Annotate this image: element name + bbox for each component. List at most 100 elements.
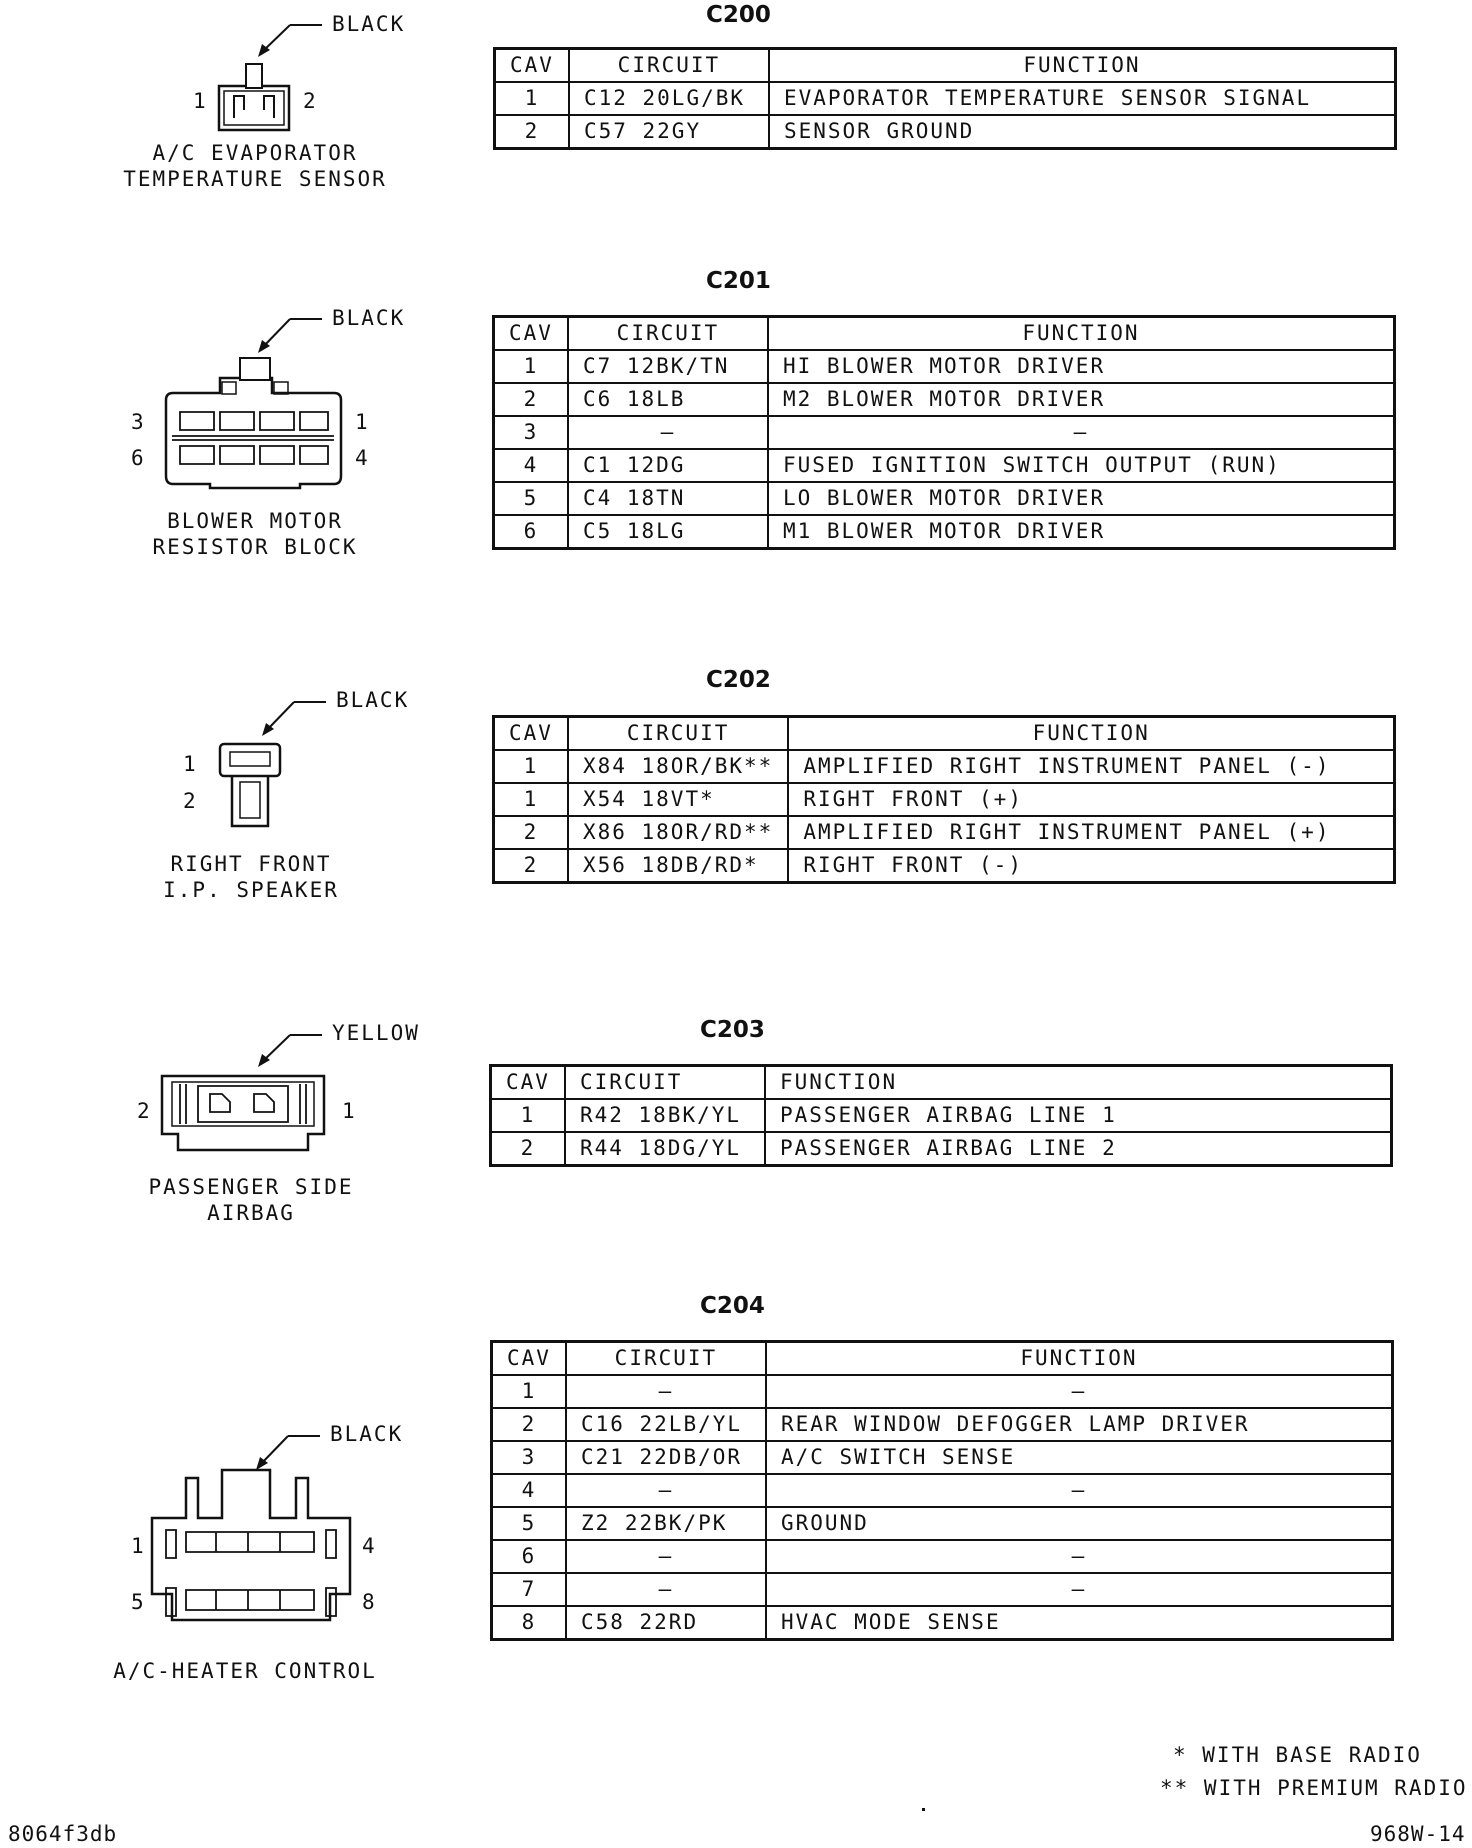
connector-title-c203: C203 [700, 1017, 765, 1043]
footer-figure-id: 968W-14 [1370, 1822, 1466, 1846]
cell-circuit: C58 22RD [564, 1605, 767, 1641]
pin-label: 5 [131, 1590, 144, 1614]
pin-label: 4 [355, 446, 368, 470]
cell-circuit: C4 18TN [566, 481, 769, 516]
header-cav: CAV [493, 47, 570, 83]
table-row: 2 C6 18LB M2 BLOWER MOTOR DRIVER [492, 382, 1396, 417]
header-function: FUNCTION [766, 315, 1396, 351]
speck [922, 1808, 925, 1811]
cell-function: SENSOR GROUND [767, 114, 1397, 150]
connector-title-c201: C201 [706, 268, 771, 294]
cell-function: RIGHT FRONT (-) [787, 848, 1396, 884]
component-name-line: I.P. SPEAKER [163, 878, 339, 902]
header-cav: CAV [489, 1064, 566, 1100]
table-header: CAV CIRCUIT FUNCTION [492, 315, 1396, 351]
cell-cav: 1 [493, 81, 570, 116]
table-row: 8 C58 22RD HVAC MODE SENSE [490, 1605, 1394, 1641]
table-row: 1 C12 20LG/BK EVAPORATOR TEMPERATURE SEN… [493, 81, 1397, 116]
cell-circuit: – [564, 1473, 767, 1508]
table-row: 6 – – [490, 1539, 1394, 1574]
cell-cav: 2 [492, 848, 569, 884]
connector-color-label: BLACK [336, 688, 410, 712]
cell-circuit: X54 18VT* [566, 782, 790, 817]
table-header: CAV CIRCUIT FUNCTION [493, 47, 1397, 83]
pin-label: 6 [131, 446, 144, 470]
component-name-c202: RIGHT FRONT I.P. SPEAKER [106, 851, 396, 903]
pin-label: 4 [362, 1534, 375, 1558]
component-name-line: A/C-HEATER CONTROL [113, 1659, 377, 1683]
connector-color-label: BLACK [330, 1422, 404, 1446]
table-row: 1 X54 18VT* RIGHT FRONT (+) [492, 782, 1396, 817]
component-name-line: TEMPERATURE SENSOR [123, 167, 387, 191]
table-row: 7 – – [490, 1572, 1394, 1607]
cell-cav: 5 [490, 1506, 567, 1541]
cell-circuit: X86 18OR/RD** [566, 815, 790, 850]
connector-table-c203: CAV CIRCUIT FUNCTION 1 R42 18BK/YL PASSE… [489, 1064, 1393, 1167]
header-cav: CAV [490, 1340, 567, 1376]
cell-function: – [764, 1473, 1394, 1508]
connector-color-label: BLACK [332, 306, 406, 330]
table-row: 6 C5 18LG M1 BLOWER MOTOR DRIVER [492, 514, 1396, 550]
table-row: 2 X56 18DB/RD* RIGHT FRONT (-) [492, 848, 1396, 884]
table-row: 5 Z2 22BK/PK GROUND [490, 1506, 1394, 1541]
component-name-c204: A/C-HEATER CONTROL [100, 1658, 390, 1684]
component-name-c203: PASSENGER SIDE AIRBAG [106, 1174, 396, 1226]
cell-circuit: – [566, 415, 769, 450]
cell-cav: 6 [492, 514, 569, 550]
connector-title-c200: C200 [706, 2, 771, 28]
cell-cav: 4 [492, 448, 569, 483]
cell-function: HVAC MODE SENSE [764, 1605, 1394, 1641]
cell-circuit: – [564, 1572, 767, 1607]
cell-function: M2 BLOWER MOTOR DRIVER [766, 382, 1396, 417]
cell-circuit: X84 18OR/BK** [566, 749, 790, 784]
table-header: CAV CIRCUIT FUNCTION [490, 1340, 1394, 1376]
cell-function: GROUND [764, 1506, 1394, 1541]
cell-function: HI BLOWER MOTOR DRIVER [766, 349, 1396, 384]
cell-circuit: C7 12BK/TN [566, 349, 769, 384]
cell-function: – [764, 1572, 1394, 1607]
component-name-line: AIRBAG [207, 1201, 295, 1225]
cell-function: PASSENGER AIRBAG LINE 1 [763, 1098, 1393, 1133]
cell-cav: 5 [492, 481, 569, 516]
header-circuit: CIRCUIT [567, 47, 770, 83]
connector-table-c204: CAV CIRCUIT FUNCTION 1 – – 2 C16 22LB/YL… [490, 1340, 1394, 1641]
pin-label: 2 [303, 89, 316, 113]
table-row: 3 C21 22DB/OR A/C SWITCH SENSE [490, 1440, 1394, 1475]
component-name-line: RIGHT FRONT [170, 852, 332, 876]
table-row: 4 C1 12DG FUSED IGNITION SWITCH OUTPUT (… [492, 448, 1396, 483]
table-row: 2 C16 22LB/YL REAR WINDOW DEFOGGER LAMP … [490, 1407, 1394, 1442]
header-circuit: CIRCUIT [563, 1064, 766, 1100]
pin-label: 1 [193, 89, 206, 113]
cell-circuit: C1 12DG [566, 448, 769, 483]
component-name-line: PASSENGER SIDE [148, 1175, 354, 1199]
cell-circuit: C12 20LG/BK [567, 81, 770, 116]
table-row: 4 – – [490, 1473, 1394, 1508]
connector-diagram-c201 [0, 0, 420, 500]
header-cav: CAV [492, 715, 569, 751]
cell-cav: 3 [492, 415, 569, 450]
table-row: 3 – – [492, 415, 1396, 450]
header-circuit: CIRCUIT [564, 1340, 767, 1376]
header-circuit: CIRCUIT [566, 715, 790, 751]
header-cav: CAV [492, 315, 569, 351]
cell-function: – [764, 1539, 1394, 1574]
cell-cav: 3 [490, 1440, 567, 1475]
cell-cav: 7 [490, 1572, 567, 1607]
cell-cav: 1 [490, 1374, 567, 1409]
connector-diagram-c200 [0, 0, 420, 150]
pin-label: 1 [183, 752, 196, 776]
cell-circuit: X56 18DB/RD* [566, 848, 790, 884]
table-row: 1 X84 18OR/BK** AMPLIFIED RIGHT INSTRUME… [492, 749, 1396, 784]
cell-cav: 2 [489, 1131, 566, 1167]
pin-label: 1 [355, 410, 368, 434]
cell-cav: 2 [490, 1407, 567, 1442]
connector-color-label: BLACK [332, 12, 406, 36]
cell-circuit: C21 22DB/OR [564, 1440, 767, 1475]
connector-table-c202: CAV CIRCUIT FUNCTION 1 X84 18OR/BK** AMP… [492, 715, 1396, 884]
cell-circuit: R42 18BK/YL [563, 1098, 766, 1133]
pin-label: 2 [137, 1099, 150, 1123]
cell-function: M1 BLOWER MOTOR DRIVER [766, 514, 1396, 550]
connector-table-c201: CAV CIRCUIT FUNCTION 1 C7 12BK/TN HI BLO… [492, 315, 1396, 550]
table-row: 1 – – [490, 1374, 1394, 1409]
cell-function: – [764, 1374, 1394, 1409]
